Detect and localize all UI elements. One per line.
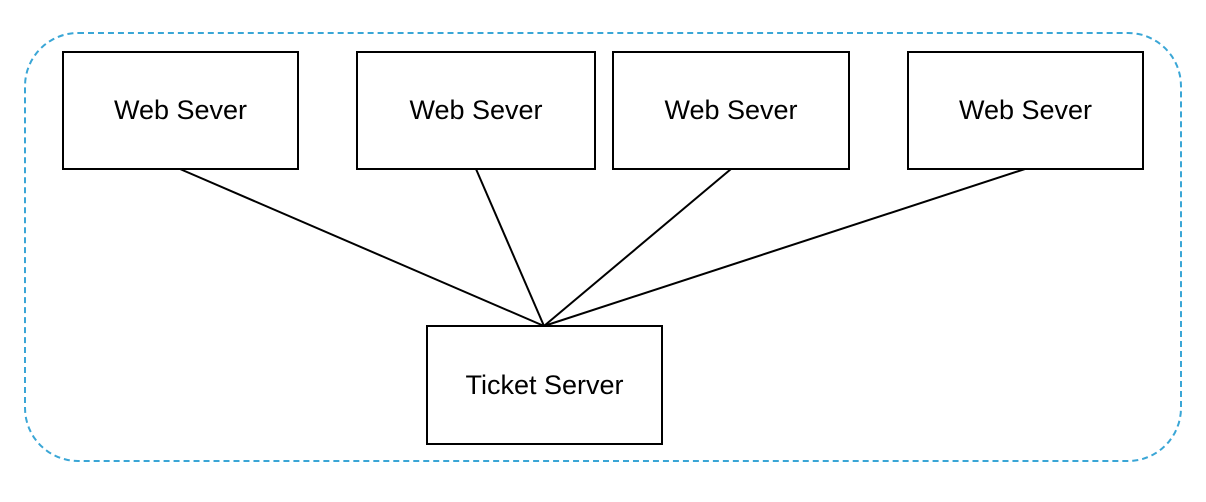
connector-web-4-ticket [543, 168, 1026, 327]
connector-web-3-ticket [543, 168, 732, 327]
server-group-boundary [24, 32, 1182, 462]
web-server-label: Web Sever [664, 95, 798, 125]
web-server-label: Web Sever [113, 95, 248, 125]
web-server-label: Web Sever [958, 95, 1093, 125]
web-server-node[interactable]: Web Sever [356, 51, 596, 170]
web-server-label: Web Sever [409, 95, 543, 125]
ticket-server-node[interactable]: Ticket Server [426, 325, 663, 445]
web-server-node[interactable]: Web Sever [907, 51, 1144, 170]
web-server-node[interactable]: Web Sever [612, 51, 850, 170]
ticket-server-label: Ticket Server [465, 369, 624, 400]
connector-web-1-ticket [179, 168, 545, 327]
connector-web-2-ticket [475, 168, 545, 327]
web-server-node[interactable]: Web Sever [62, 51, 299, 170]
